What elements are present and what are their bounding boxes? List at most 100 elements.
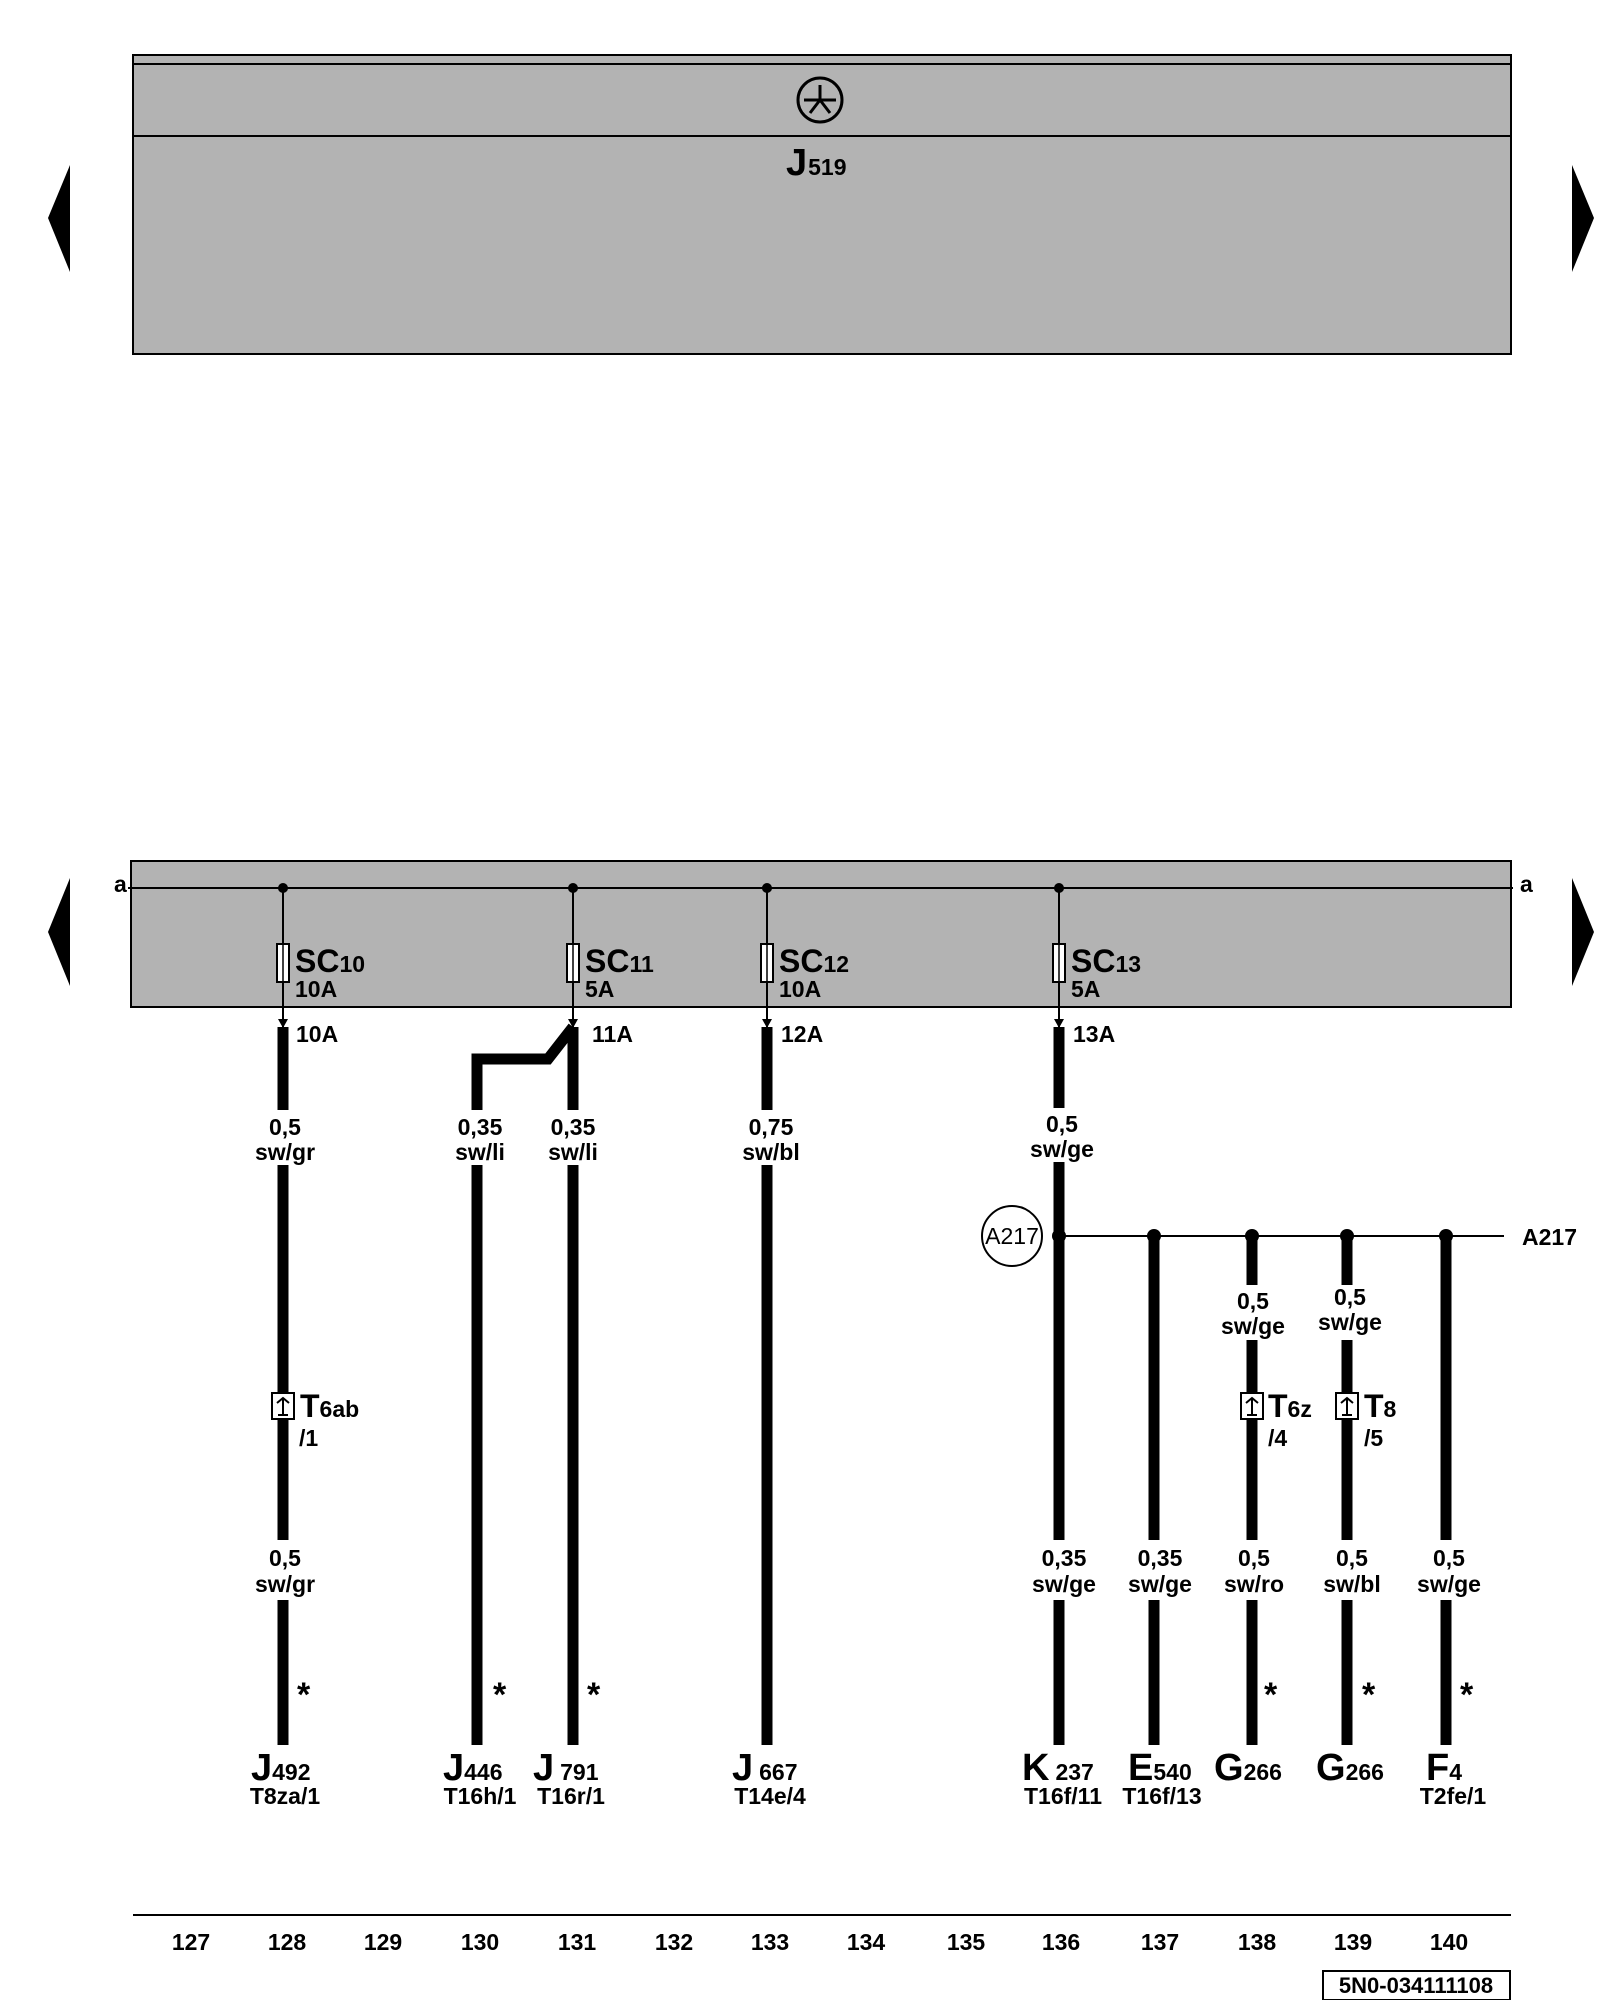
wire-color: sw/bl (1323, 1571, 1381, 1597)
wire-color: sw/ro (1224, 1571, 1284, 1597)
fuse-output-arrow (762, 1019, 772, 1028)
fuse-rating: 5A (1071, 976, 1100, 1002)
connector-name: T8 (1364, 1388, 1397, 1424)
connector-name: T6z (1268, 1388, 1312, 1424)
splice-node (1245, 1229, 1259, 1243)
wire-size: 0,5 (1237, 1288, 1269, 1314)
wire-labels: 0,5 sw/gr 0,35 sw/li 0,35 sw/li 0,75 sw/… (255, 1111, 1481, 1597)
top-module: J519 (132, 54, 1512, 355)
component-pin: T16f/13 (1122, 1783, 1201, 1809)
component-name: G266 (1316, 1747, 1384, 1789)
busbar-label-right: a (1520, 871, 1533, 897)
connector-t6ab: T6ab /1 (271, 1388, 359, 1451)
wire-size: 0,5 (1336, 1545, 1368, 1571)
splice-id: A217 (985, 1223, 1039, 1249)
component-j446: J446 T16h/1 (443, 1747, 517, 1809)
splice-node (1147, 1229, 1161, 1243)
asterisk-mark: * (493, 1676, 507, 1714)
document-id-box: 5N0-034111108 (1322, 1970, 1511, 2000)
column-number: 137 (1141, 1929, 1179, 1955)
busbar-label-left: a (114, 871, 127, 897)
splice-right-label: A217 (1522, 1224, 1577, 1250)
wire-seg (471, 1023, 578, 1110)
component-pin: T14e/4 (734, 1783, 806, 1809)
fuse-sc10: SC10 10A 10A (276, 883, 365, 1047)
component-g266: G266 (1316, 1747, 1384, 1789)
nav-right-arrow-top[interactable] (1572, 165, 1594, 272)
fuse-rating: 5A (585, 976, 614, 1002)
wire-size: 0,35 (458, 1114, 503, 1140)
connector-pin: /5 (1364, 1425, 1383, 1451)
column-number: 130 (461, 1929, 499, 1955)
wire-color: sw/gr (255, 1139, 315, 1165)
wire-color: sw/ge (1030, 1136, 1094, 1162)
component-pin: T16h/1 (444, 1783, 517, 1809)
component-name: J492 (251, 1747, 311, 1789)
fuse-output-label: 10A (296, 1021, 338, 1047)
fuse-name: SC13 (1071, 943, 1141, 979)
fuse-name: SC11 (585, 943, 654, 979)
nav-right-arrow-bottom[interactable] (1572, 878, 1594, 986)
connector-t6z: T6z /4 (1240, 1388, 1312, 1451)
component-name: F4 (1426, 1747, 1462, 1789)
fuse-output-arrow (1054, 1019, 1064, 1028)
column-number: 133 (751, 1929, 789, 1955)
wire-color: sw/ge (1221, 1313, 1285, 1339)
component-name: G266 (1214, 1747, 1282, 1789)
column-number: 140 (1430, 1929, 1468, 1955)
wires (277, 1023, 1452, 1745)
component-name: E540 (1128, 1747, 1192, 1789)
column-number: 128 (268, 1929, 307, 1955)
wire-color: sw/li (455, 1139, 505, 1165)
wire-color: sw/bl (742, 1139, 800, 1165)
wire-color: sw/li (548, 1139, 598, 1165)
column-number: 132 (655, 1929, 693, 1955)
nav-left-arrow-bottom[interactable] (48, 878, 70, 986)
wire-color: sw/ge (1032, 1571, 1096, 1597)
asterisk-mark: * (587, 1676, 601, 1714)
wire-color: sw/ge (1128, 1571, 1192, 1597)
component-pin: T16f/11 (1024, 1783, 1102, 1809)
asterisk-mark: * (1460, 1676, 1474, 1714)
connector-t8: T8 /5 (1335, 1388, 1397, 1451)
fuse-output-arrow (278, 1019, 288, 1028)
fuse-sc12: SC12 10A 12A (760, 883, 849, 1047)
connector-pin: /4 (1268, 1425, 1287, 1451)
wire-size: 0,35 (551, 1114, 596, 1140)
wire-color: sw/gr (255, 1571, 315, 1597)
fuse-output-label: 11A (592, 1021, 633, 1047)
column-number: 129 (364, 1929, 402, 1955)
splice-node (1340, 1229, 1354, 1243)
fuse-module: a a (114, 860, 1533, 1008)
document-id: 5N0-034111108 (1339, 1973, 1493, 1998)
component-pin: T2fe/1 (1420, 1783, 1487, 1809)
fuse-sc13: SC13 5A 13A (1052, 883, 1141, 1047)
wire-size: 0,35 (1042, 1545, 1087, 1571)
wire-size: 0,35 (1138, 1545, 1183, 1571)
splice-circle (981, 1205, 1043, 1267)
column-number: 131 (558, 1929, 597, 1955)
asterisk-mark: * (297, 1676, 311, 1714)
column-number: 138 (1238, 1929, 1277, 1955)
asterisk-mark: * (1362, 1676, 1376, 1714)
fuse-name: SC12 (779, 943, 849, 979)
fuse-rating: 10A (295, 976, 337, 1002)
splice-node (1439, 1229, 1453, 1243)
component-pin: T16r/1 (537, 1783, 605, 1809)
wire-size: 0,5 (269, 1114, 301, 1140)
nav-left-arrow-top[interactable] (48, 165, 70, 272)
column-number: 135 (947, 1929, 986, 1955)
wire-color: sw/ge (1318, 1309, 1382, 1335)
fuse-output-label: 13A (1073, 1021, 1115, 1047)
wire-size: 0,5 (1433, 1545, 1465, 1571)
fuse-name: SC10 (295, 943, 365, 979)
wire-size: 0,5 (1046, 1111, 1078, 1137)
fuse-rating: 10A (779, 976, 821, 1002)
column-number: 127 (172, 1929, 210, 1955)
